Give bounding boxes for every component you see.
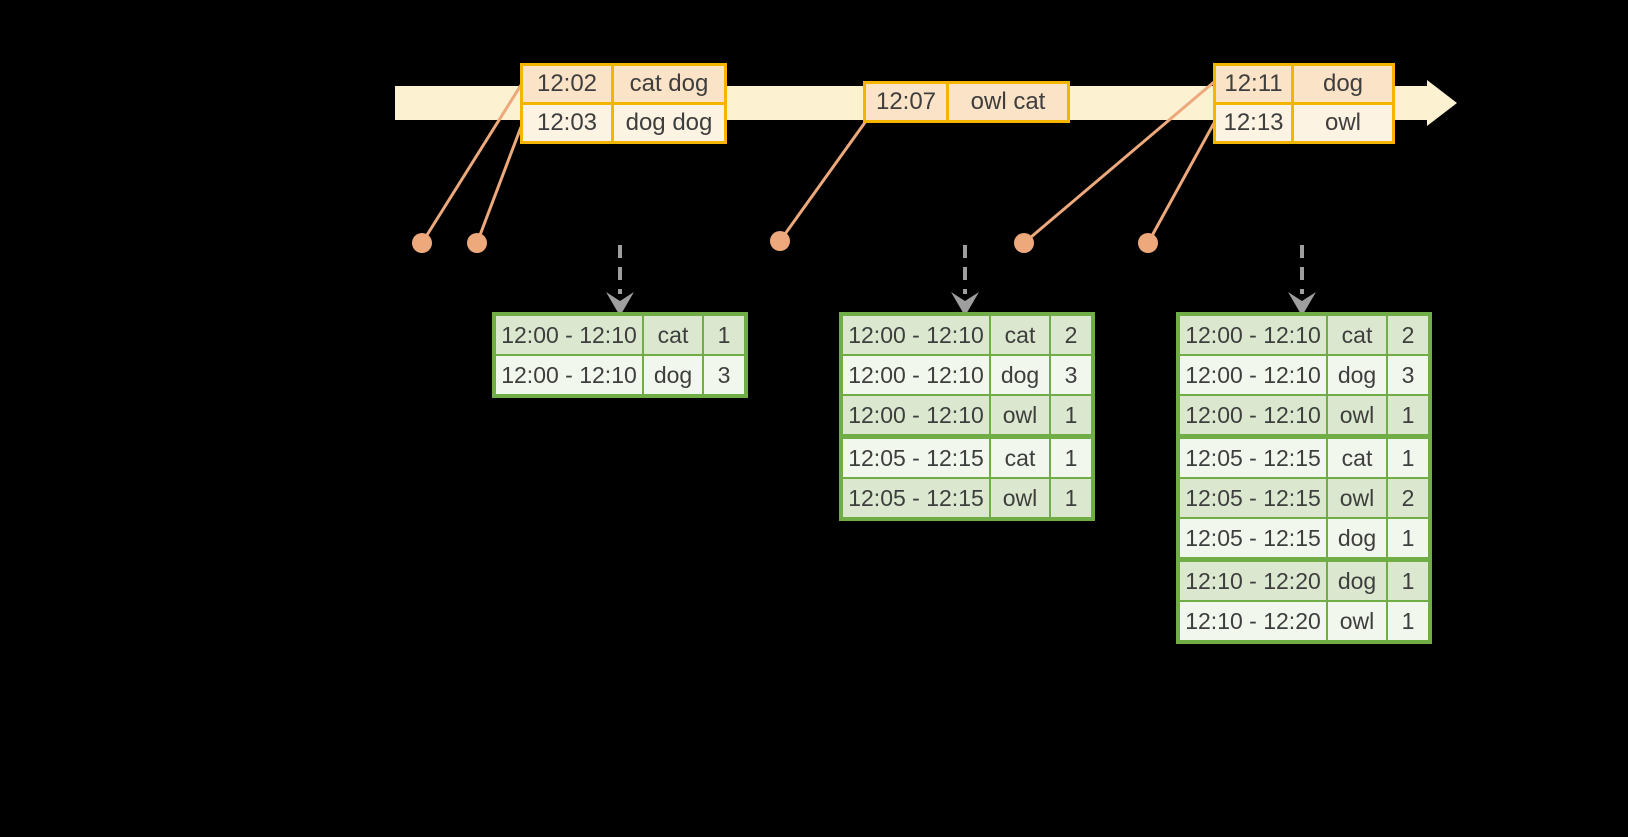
result-window-cell: 12:00 - 12:10 bbox=[843, 396, 989, 434]
result-window-cell: 12:10 - 12:20 bbox=[1180, 562, 1326, 600]
result-word-cell: owl bbox=[1326, 602, 1386, 640]
result-word-cell: owl bbox=[989, 396, 1049, 434]
result-word-cell: dog bbox=[1326, 562, 1386, 600]
event-time-dot-1 bbox=[412, 233, 432, 253]
result-count-cell: 2 bbox=[1049, 316, 1091, 354]
result-count-cell: 1 bbox=[1049, 396, 1091, 434]
result-window-cell: 12:00 - 12:10 bbox=[1180, 316, 1326, 354]
result-window-cell: 12:05 - 12:15 bbox=[1180, 519, 1326, 557]
event-time-cell: 12:03 bbox=[523, 105, 611, 141]
result-word-cell: cat bbox=[1326, 316, 1386, 354]
result-window-cell: 12:05 - 12:15 bbox=[843, 479, 989, 517]
result-window-cell: 12:10 - 12:20 bbox=[1180, 602, 1326, 640]
result-word-cell: cat bbox=[989, 439, 1049, 477]
event-time-dot-5 bbox=[1138, 233, 1158, 253]
event-time-dot-3 bbox=[770, 231, 790, 251]
result-word-cell: dog bbox=[642, 356, 702, 394]
result-window-cell: 12:05 - 12:15 bbox=[1180, 479, 1326, 517]
result-count-cell: 1 bbox=[1386, 602, 1428, 640]
result-window-cell: 12:00 - 12:10 bbox=[843, 356, 989, 394]
result-window-cell: 12:05 - 12:15 bbox=[1180, 439, 1326, 477]
result-count-cell: 1 bbox=[1049, 479, 1091, 517]
result-word-cell: dog bbox=[1326, 519, 1386, 557]
event-time-dot-2 bbox=[467, 233, 487, 253]
event-time-axis-arrowhead-icon bbox=[1427, 80, 1457, 126]
result-window-cell: 12:00 - 12:10 bbox=[496, 356, 642, 394]
result-count-cell: 2 bbox=[1386, 316, 1428, 354]
result-window-cell: 12:05 - 12:15 bbox=[843, 439, 989, 477]
result-count-cell: 3 bbox=[1386, 356, 1428, 394]
result-count-cell: 1 bbox=[1386, 562, 1428, 600]
event-connector-line-5 bbox=[1146, 122, 1216, 244]
event-time-cell: 12:11 bbox=[1216, 66, 1291, 102]
result-word-cell: dog bbox=[989, 356, 1049, 394]
result-count-cell: 1 bbox=[1386, 396, 1428, 434]
event-words-cell: owl cat bbox=[949, 84, 1067, 120]
result-window-cell: 12:00 - 12:10 bbox=[843, 316, 989, 354]
result-word-cell: cat bbox=[1326, 439, 1386, 477]
trigger-arrow-head-icon-3 bbox=[1288, 292, 1316, 316]
event-time-dot-4 bbox=[1014, 233, 1034, 253]
result-window-cell: 12:00 - 12:10 bbox=[1180, 356, 1326, 394]
result-word-cell: owl bbox=[989, 479, 1049, 517]
result-count-cell: 1 bbox=[1386, 519, 1428, 557]
result-word-cell: owl bbox=[1326, 396, 1386, 434]
event-time-cell: 12:07 bbox=[866, 84, 946, 120]
result-count-cell: 3 bbox=[1049, 356, 1091, 394]
event-words-cell: cat dog bbox=[614, 66, 724, 102]
result-count-cell: 1 bbox=[1386, 439, 1428, 477]
event-connector-line-3 bbox=[778, 120, 868, 242]
result-window-cell: 12:00 - 12:10 bbox=[496, 316, 642, 354]
result-count-cell: 2 bbox=[1386, 479, 1428, 517]
result-word-cell: dog bbox=[1326, 356, 1386, 394]
result-word-cell: owl bbox=[1326, 479, 1386, 517]
result-count-cell: 1 bbox=[1049, 439, 1091, 477]
result-count-cell: 3 bbox=[702, 356, 744, 394]
result-word-cell: cat bbox=[989, 316, 1049, 354]
event-words-cell: owl bbox=[1294, 105, 1392, 141]
event-connector-line-2 bbox=[475, 126, 523, 244]
event-time-cell: 12:13 bbox=[1216, 105, 1291, 141]
event-connector-line-4 bbox=[1023, 80, 1215, 245]
event-connector-line-1 bbox=[420, 84, 523, 244]
result-count-cell: 1 bbox=[702, 316, 744, 354]
result-window-cell: 12:00 - 12:10 bbox=[1180, 396, 1326, 434]
trigger-arrow-head-icon-2 bbox=[951, 292, 979, 316]
event-words-cell: dog bbox=[1294, 66, 1392, 102]
result-word-cell: cat bbox=[642, 316, 702, 354]
event-time-cell: 12:02 bbox=[523, 66, 611, 102]
trigger-arrow-head-icon-1 bbox=[606, 292, 634, 316]
event-words-cell: dog dog bbox=[614, 105, 724, 141]
